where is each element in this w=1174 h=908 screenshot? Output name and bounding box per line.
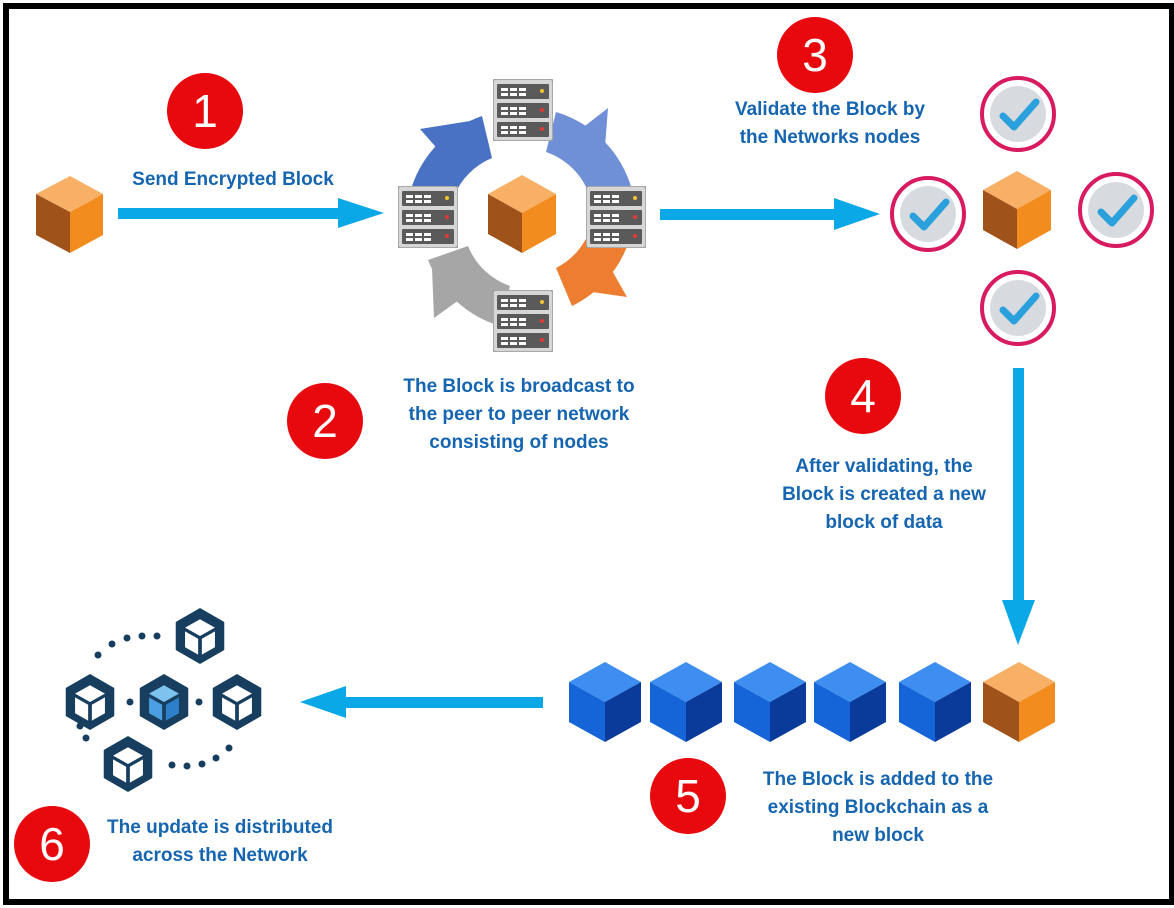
blue-cube-icon [569, 662, 641, 742]
diagram-frame [3, 3, 1174, 905]
step-2-badge: 2 [287, 383, 363, 459]
step-1-label: Send Encrypted Block [132, 169, 334, 190]
validate-arrow [1002, 368, 1035, 645]
check-circle-icon [982, 78, 1054, 150]
blue-cube-icon [650, 662, 722, 742]
blue-cube-icon [814, 662, 886, 742]
step-4-badge: 4 [825, 358, 901, 434]
step-6-badge: 6 [14, 806, 90, 882]
blue-cube-icon [734, 662, 806, 742]
step-5-badge: 5 [650, 758, 726, 834]
broadcast-arrow [660, 198, 880, 230]
check-circle-icon [982, 272, 1054, 344]
step-3-label: Validate the Block by the Networks nodes [734, 99, 926, 148]
step-3-badge: 3 [777, 17, 853, 93]
blue-cube-icon [899, 662, 971, 742]
orange-cube-icon [983, 662, 1055, 742]
source-block-icon [36, 176, 103, 253]
blockchain-icon [569, 662, 1055, 742]
server-cycle-icon [398, 79, 646, 352]
cube-network-icon [65, 608, 262, 792]
validation-cluster [892, 78, 1152, 344]
step-4-label: After validating, the Block is created a… [782, 456, 986, 533]
check-circle-icon [1080, 174, 1152, 246]
step-2-label: The Block is broadcast to the peer to pe… [403, 376, 635, 453]
distribute-arrow [300, 686, 543, 718]
send-arrow [118, 198, 384, 228]
step-6-label: The update is distributed across the Net… [107, 817, 333, 866]
step-1-badge: 1 [167, 73, 243, 149]
check-circle-icon [892, 178, 964, 250]
step-5-label: The Block is added to the existing Block… [762, 769, 994, 846]
